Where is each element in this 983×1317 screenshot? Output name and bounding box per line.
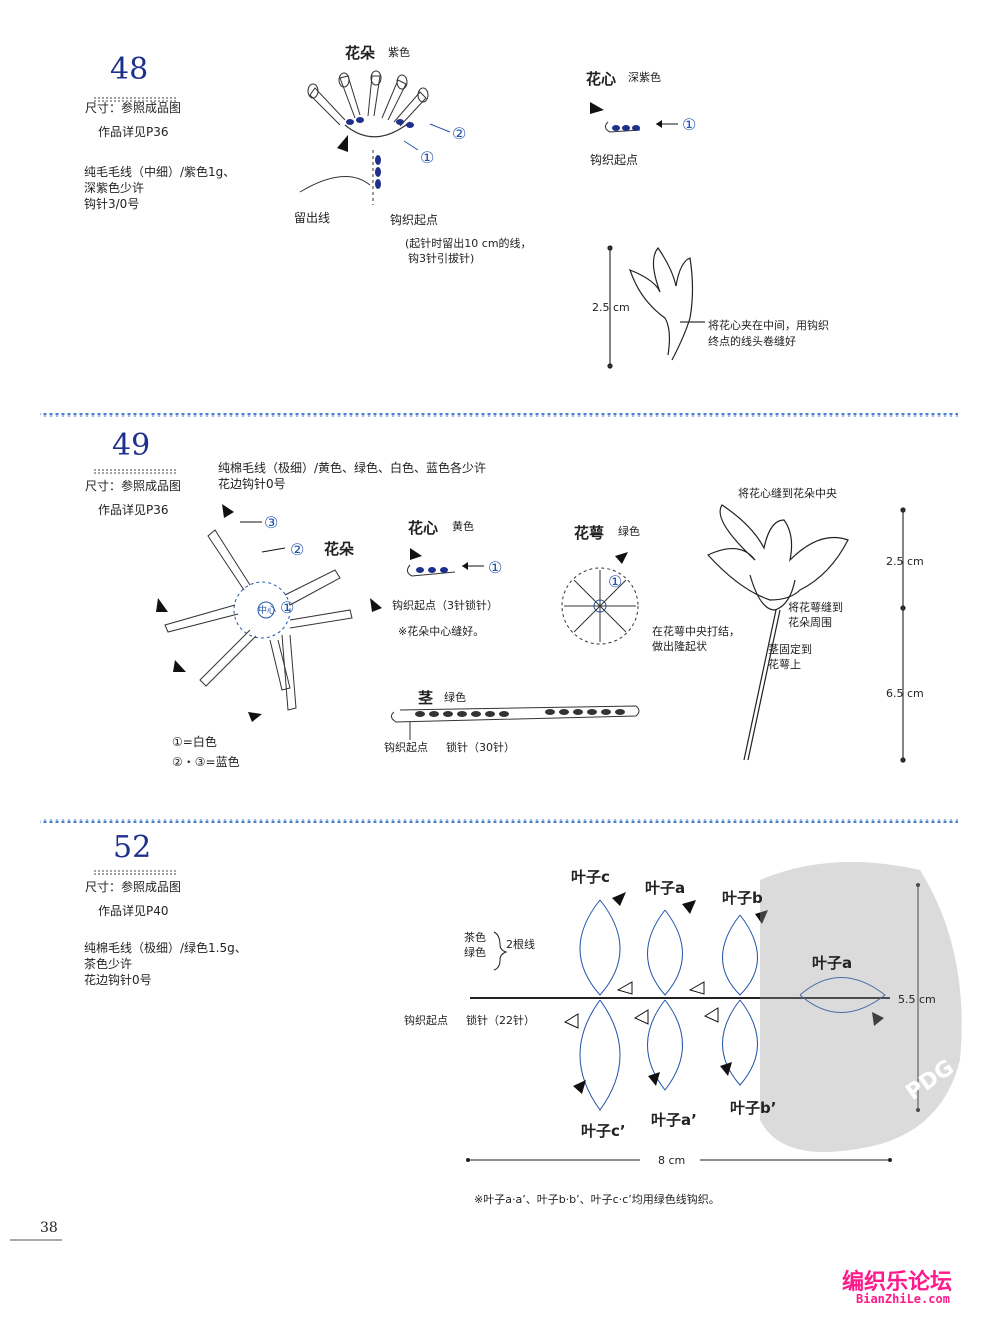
note-48-2: 钩3针引拔针) bbox=[408, 252, 475, 265]
flower-title-48: 花朵 bbox=[345, 44, 376, 62]
center-start-49: 钩织起点（3针锁针） bbox=[392, 599, 498, 612]
pattern-number-48: 48 bbox=[110, 52, 149, 87]
reference-48: 作品详见P36 bbox=[98, 125, 169, 139]
marker-1-calyx: ① bbox=[608, 572, 623, 591]
center-mark: 中心 bbox=[258, 606, 277, 616]
center-title-49: 花心 bbox=[408, 519, 439, 537]
leaf-52-chart bbox=[470, 899, 890, 1111]
calyx-title: 花萼 bbox=[574, 524, 605, 542]
stem-49-chart bbox=[390, 705, 640, 740]
watermark-seal bbox=[760, 862, 962, 1152]
leaf-a-prime-label: 叶子a’ bbox=[651, 1111, 697, 1129]
center-color-49: 黄色 bbox=[452, 520, 474, 533]
flower-48-chart bbox=[299, 70, 429, 205]
pattern-number-49: 49 bbox=[112, 428, 151, 463]
marker-1: ① bbox=[420, 148, 435, 167]
material-52-3: 花边钩针0号 bbox=[84, 973, 152, 987]
assembly-49-2a: 将花萼缝到 bbox=[788, 601, 843, 614]
material-52-1: 纯棉毛线（极细）/绿色1.5g、 bbox=[84, 941, 247, 955]
size-label-52: 尺寸：参照成品图 bbox=[85, 880, 182, 894]
size-label-48: 尺寸：参照成品图 bbox=[85, 101, 182, 115]
yarn-green: 绿色 bbox=[464, 946, 486, 959]
marker-2-49: ② bbox=[290, 540, 305, 559]
center-start-48: 钩织起点 bbox=[590, 153, 639, 167]
dimension-49-1: 2.5 cm bbox=[886, 555, 924, 568]
start-label-48: 钩织起点 bbox=[390, 213, 439, 227]
calyx-color: 绿色 bbox=[618, 525, 640, 538]
dimension-49-2: 6.5 cm bbox=[886, 687, 924, 700]
section-divider bbox=[40, 819, 958, 823]
leave-yarn-label: 留出线 bbox=[294, 211, 331, 225]
forum-url: BianZhiLe.com bbox=[856, 1292, 950, 1306]
flower-49-chart bbox=[164, 529, 353, 711]
flower-title-49: 花朵 bbox=[324, 540, 355, 558]
material-52-2: 茶色少许 bbox=[84, 957, 133, 971]
assembly-48-2: 终点的线头卷缝好 bbox=[708, 335, 796, 348]
leaf-c-prime-label: 叶子c’ bbox=[581, 1122, 626, 1140]
material-48-1: 纯毛毛线（中细）/紫色1g、 bbox=[84, 165, 236, 179]
flower-color-48: 紫色 bbox=[388, 46, 410, 59]
flower-49-sketch bbox=[707, 504, 906, 763]
section-divider bbox=[40, 413, 958, 417]
page-number: 38 bbox=[40, 1220, 58, 1236]
note-52: ※叶子a·a’、叶子b·b’、叶子c·c’均用绿色线钩织。 bbox=[474, 1193, 720, 1206]
leaf-b-prime-label: 叶子b’ bbox=[730, 1099, 777, 1117]
stem-color: 绿色 bbox=[444, 691, 466, 704]
center-title-48: 花心 bbox=[586, 70, 617, 88]
assembly-49-2b: 花朵周围 bbox=[788, 616, 832, 629]
pattern-number-52: 52 bbox=[113, 830, 152, 865]
center-color-48: 深紫色 bbox=[628, 71, 661, 84]
note-48-1: (起针时留出10 cm的线， bbox=[405, 237, 532, 250]
dimension-52-width: 8 cm bbox=[658, 1154, 686, 1167]
two-strands: 2根线 bbox=[506, 938, 535, 951]
stem-chain: 锁针（30针） bbox=[446, 741, 515, 754]
chain-52: 锁针（22针） bbox=[466, 1014, 535, 1027]
flower-center-48-chart bbox=[590, 102, 678, 133]
assembly-49-4a: 茎固定到 bbox=[768, 643, 812, 656]
marker-1-center: ① bbox=[682, 115, 697, 134]
material-48-3: 钩针3/0号 bbox=[84, 197, 140, 211]
marker-2: ② bbox=[452, 124, 467, 143]
assembly-49-3a: 在花萼中央打结， bbox=[652, 625, 740, 638]
assembly-49-3b: 做出隆起状 bbox=[652, 640, 707, 653]
leaf-b-label: 叶子b bbox=[722, 889, 763, 907]
material-49-1: 纯棉毛线（极细）/黄色、绿色、白色、蓝色各少许 bbox=[218, 461, 487, 475]
flower-48-sketch bbox=[607, 245, 705, 369]
assembly-48-1: 将花心夹在中间，用钩织 bbox=[708, 319, 829, 332]
forum-watermark: 编织乐论坛 bbox=[842, 1270, 953, 1295]
assembly-49-4b: 花萼上 bbox=[768, 658, 801, 671]
leaf-a-label: 叶子a bbox=[645, 879, 686, 897]
legend-blue: ②・③=蓝色 bbox=[172, 755, 240, 769]
center-note-49: ※花朵中心缝好。 bbox=[398, 625, 485, 638]
dimension-52-height: 5.5 cm bbox=[898, 993, 936, 1006]
material-49-2: 花边钩针0号 bbox=[218, 477, 286, 491]
stem-start: 钩织起点 bbox=[384, 741, 428, 754]
dimension-48: 2.5 cm bbox=[592, 301, 630, 314]
calyx-49-chart bbox=[561, 552, 639, 645]
assembly-49-1: 将花心缝到花朵中央 bbox=[738, 487, 837, 500]
size-label-49: 尺寸：参照成品图 bbox=[85, 479, 182, 493]
reference-49: 作品详见P36 bbox=[98, 503, 169, 517]
flower-center-49-chart bbox=[406, 548, 484, 577]
marker-1-49: ① bbox=[280, 598, 295, 617]
stem-title: 茎 bbox=[418, 689, 434, 707]
material-48-2: 深紫色少许 bbox=[84, 181, 145, 195]
legend-white: ①=白色 bbox=[172, 735, 217, 749]
reference-52: 作品详见P40 bbox=[98, 904, 169, 918]
marker-3: ③ bbox=[264, 513, 279, 532]
leaf-a-right-label: 叶子a bbox=[812, 954, 853, 972]
yarn-brown: 茶色 bbox=[464, 931, 486, 944]
marker-1-center-49: ① bbox=[488, 558, 503, 577]
leaf-c-label: 叶子c bbox=[571, 868, 610, 886]
start-52: 钩织起点 bbox=[404, 1014, 448, 1027]
